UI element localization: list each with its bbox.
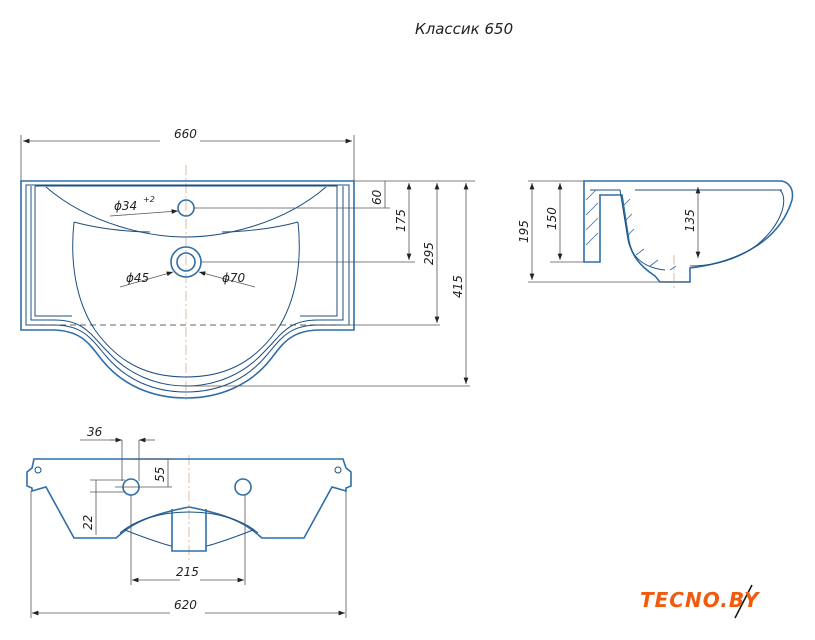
logo-slash — [734, 584, 753, 619]
dim-620: 620 — [174, 598, 197, 612]
drain-inner — [176, 252, 196, 272]
dim-175: 175 — [394, 209, 408, 232]
dim-tap-hole: ϕ34 — [114, 199, 137, 213]
dim-tap-hole-tolerance: +2 — [143, 195, 155, 204]
dim-215: 215 — [176, 565, 199, 579]
dim-195: 195 — [517, 220, 531, 243]
dim-22: 22 — [81, 515, 95, 530]
dim-660: 660 — [174, 127, 197, 141]
dim-150: 150 — [545, 207, 559, 230]
side-view: 195 150 135 — [517, 180, 794, 290]
dim-55: 55 — [153, 467, 167, 482]
tecno-by-logo: TECNO.BY — [640, 584, 761, 619]
dim-drain-70: ϕ70 — [222, 271, 246, 285]
drawing-title: Классик 650 — [415, 20, 513, 38]
dim-36: 36 — [87, 425, 103, 439]
front-view: 36 55 22 215 620 — [26, 425, 352, 618]
dim-135: 135 — [683, 209, 697, 232]
dim-drain-45: ϕ45 — [126, 271, 149, 285]
dim-60: 60 — [370, 189, 384, 205]
dim-295: 295 — [422, 242, 436, 265]
logo-text: TECNO.BY — [640, 588, 761, 612]
top-view: 660 ϕ34 +2 ϕ45 ϕ70 60 175 295 415 — [20, 127, 475, 400]
dim-415: 415 — [451, 275, 465, 298]
